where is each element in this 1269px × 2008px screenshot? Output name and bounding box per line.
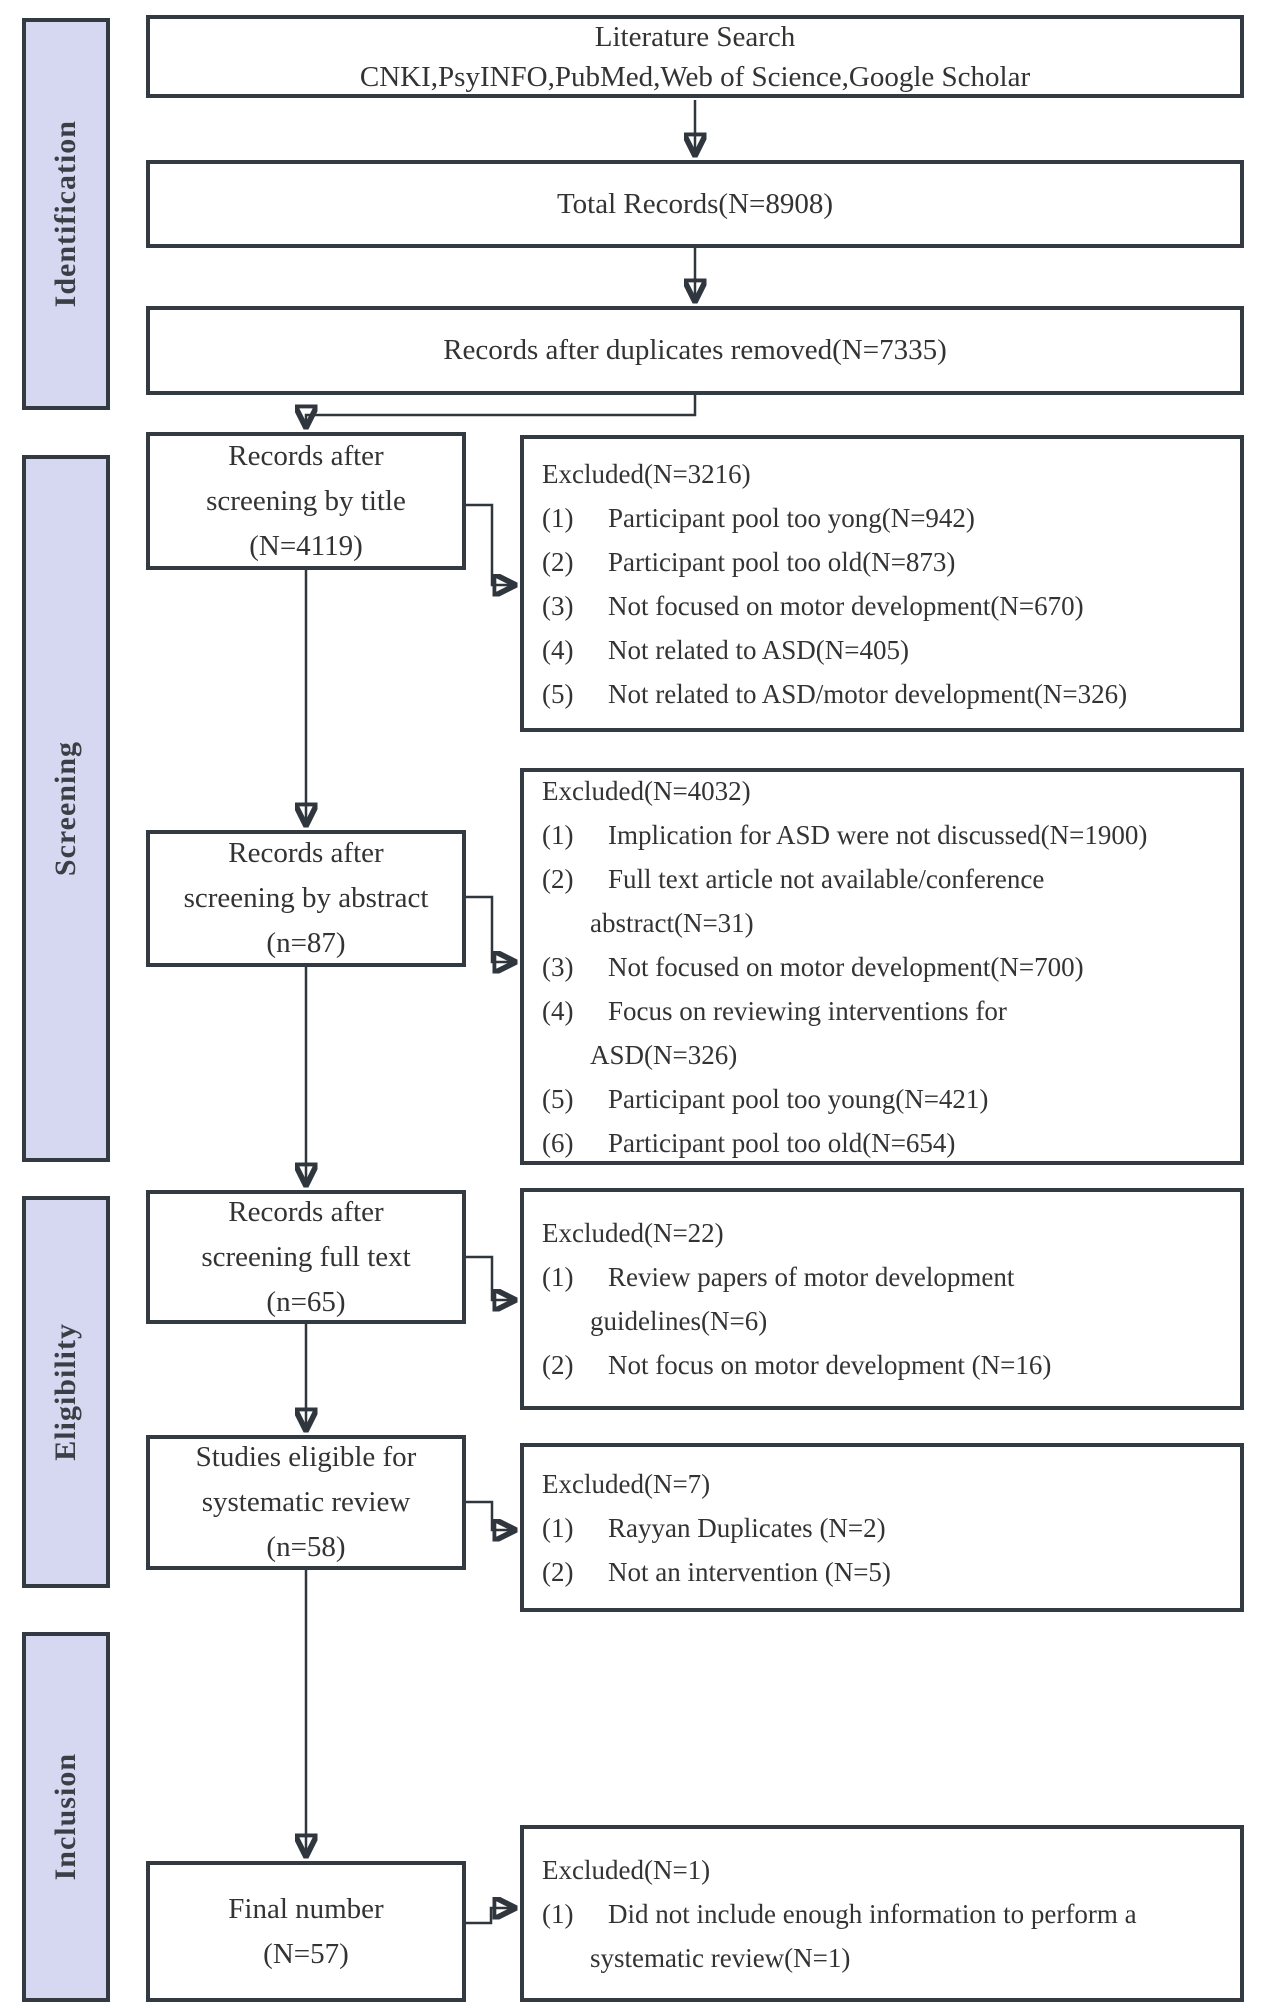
arrow-eligible-to-excluded4 xyxy=(466,1500,516,1530)
excluded5-item-1: (1)Did not include enough information to… xyxy=(542,1898,1137,1973)
stage-label-identification: Identification xyxy=(49,120,82,308)
eligible-count: (n=58) xyxy=(266,1531,346,1563)
total-records-label: Total Records(N=8908) xyxy=(556,187,834,220)
eligible-line1: Studies eligible for xyxy=(195,1441,417,1473)
final-number-line1: Final number xyxy=(228,1892,384,1925)
box-excluded-eligibility: Excluded(N=7) (1)Rayyan Duplicates (N=2)… xyxy=(520,1443,1244,1612)
excluded3-title: Excluded(N=22) xyxy=(542,1218,724,1248)
screening-title-count: (N=4119) xyxy=(249,529,363,562)
stage-band-inclusion: Inclusion xyxy=(22,1632,110,2002)
literature-search-title: Literature Search xyxy=(594,20,796,53)
after-duplicates-label: Records after duplicates removed(N=7335) xyxy=(443,334,947,366)
eligible-line2: systematic review xyxy=(201,1486,411,1518)
screening-title-line1: Records after xyxy=(228,439,384,472)
excluded4-title: Excluded(N=7) xyxy=(542,1468,711,1499)
box-literature-search: Literature Search CNKI,PsyINFO,PubMed,We… xyxy=(146,15,1244,98)
box-after-duplicates: Records after duplicates removed(N=7335) xyxy=(146,306,1244,395)
stage-band-screening: Screening xyxy=(22,455,110,1162)
box-screening-abstract: Records after screening by abstract (n=8… xyxy=(146,830,466,967)
excluded1-item-3: (3)Not focused on motor development(N=67… xyxy=(542,590,1084,621)
arrow-title-to-excluded1 xyxy=(466,503,516,585)
excluded1-item-4: (4)Not related to ASD(N=405) xyxy=(542,634,909,665)
box-eligible: Studies eligible for systematic review (… xyxy=(146,1435,466,1570)
stage-band-eligibility: Eligibility xyxy=(22,1196,110,1588)
stage-band-identification: Identification xyxy=(22,18,110,410)
excluded2-item-2: (2)Full text article not available/confe… xyxy=(542,863,1045,938)
excluded1-item-5: (5)Not related to ASD/motor development(… xyxy=(542,678,1128,709)
box-excluded-fulltext-screen: Excluded(N=22) (1)Review papers of motor… xyxy=(520,1188,1244,1410)
stage-label-screening: Screening xyxy=(49,740,82,877)
excluded4-item-1: (1)Rayyan Duplicates (N=2) xyxy=(542,1512,886,1543)
excluded2-title: Excluded(N=4032) xyxy=(542,775,751,806)
excluded1-item-1: (1)Participant pool too yong(N=942) xyxy=(542,502,975,533)
literature-search-databases: CNKI,PsyINFO,PubMed,Web of Science,Googl… xyxy=(359,60,1031,93)
screening-fulltext-count: (n=65) xyxy=(266,1285,346,1318)
arrow-duplicates-to-title xyxy=(306,395,697,428)
screening-title-line2: screening by title xyxy=(206,484,406,517)
screening-fulltext-line2: screening full text xyxy=(201,1240,411,1273)
excluded2-item-6: (6)Participant pool too old(N=654) xyxy=(542,1127,956,1158)
excluded1-item-2: (2)Participant pool too old(N=873) xyxy=(542,546,956,577)
arrow-abstract-to-excluded2 xyxy=(466,895,516,962)
arrow-fulltext-to-excluded3 xyxy=(466,1255,516,1300)
excluded4-item-2: (2)Not an intervention (N=5) xyxy=(542,1556,891,1587)
box-total-records: Total Records(N=8908) xyxy=(146,160,1244,248)
final-number-count: (N=57) xyxy=(263,1937,349,1970)
stage-label-inclusion: Inclusion xyxy=(49,1753,82,1881)
box-screening-title: Records after screening by title (N=4119… xyxy=(146,432,466,570)
box-excluded-title-screen: Excluded(N=3216) (1)Participant pool too… xyxy=(520,435,1244,732)
arrow-final-to-excluded5 xyxy=(466,1908,516,1925)
box-excluded-final: Excluded(N=1) (1)Did not include enough … xyxy=(520,1825,1244,2002)
excluded2-item-3: (3)Not focused on motor development(N=70… xyxy=(542,951,1084,982)
screening-abstract-line1: Records after xyxy=(228,837,384,869)
box-final-number: Final number (N=57) xyxy=(146,1861,466,2002)
stage-label-eligibility: Eligibility xyxy=(49,1323,82,1461)
excluded2-item-1: (1)Implication for ASD were not discusse… xyxy=(542,819,1148,850)
excluded1-title: Excluded(N=3216) xyxy=(542,458,751,489)
box-excluded-abstract-screen: Excluded(N=4032) (1)Implication for ASD … xyxy=(520,768,1244,1165)
excluded3-item-2: (2)Not focus on motor development (N=16) xyxy=(542,1350,1052,1380)
screening-fulltext-line1: Records after xyxy=(228,1195,384,1228)
box-screening-fulltext: Records after screening full text (n=65) xyxy=(146,1190,466,1324)
excluded5-title: Excluded(N=1) xyxy=(542,1854,711,1885)
screening-abstract-line2: screening by abstract xyxy=(183,882,429,914)
excluded2-item-5: (5)Participant pool too young(N=421) xyxy=(542,1083,989,1114)
screening-abstract-count: (n=87) xyxy=(266,927,346,959)
